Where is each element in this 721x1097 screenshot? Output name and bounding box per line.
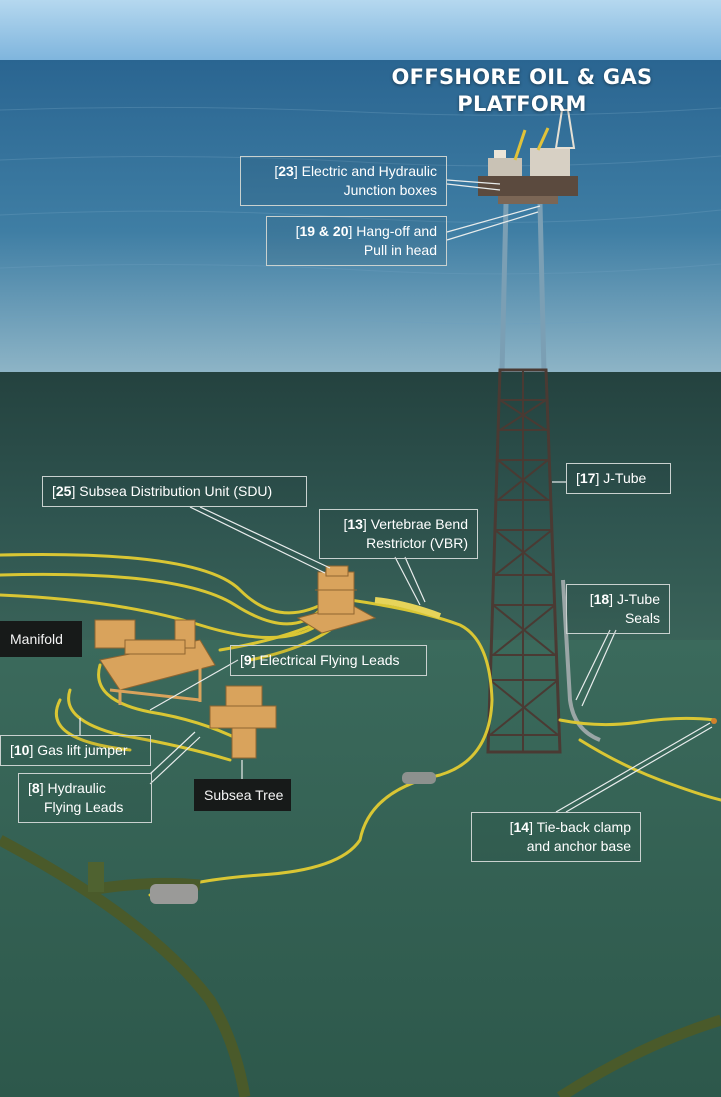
callout-electrical-flying-leads: [9] Electrical Flying Leads <box>230 645 427 676</box>
jacket-tower <box>486 368 562 754</box>
callout-text-line-2: Flying Leads <box>44 799 124 815</box>
callout-text-line-2: Seals <box>624 610 660 626</box>
callout-sdu: [25] Subsea Distribution Unit (SDU) <box>42 476 307 507</box>
callout-tie-back-clamp: [14] Tie-back clamp and anchor base <box>471 812 641 862</box>
sdu-structure <box>296 565 377 634</box>
callout-number: 8 <box>31 780 40 796</box>
vbr-connector <box>402 772 436 784</box>
callout-number: 19 & 20 <box>299 223 349 239</box>
waves <box>0 106 721 325</box>
leader-lines <box>79 179 713 813</box>
callout-text-line-1: Electric and Hydraulic <box>301 163 437 179</box>
callout-text-line-1: Electrical Flying Leads <box>259 652 400 668</box>
callout-text-line-2: Restrictor (VBR) <box>366 535 468 551</box>
callout-number: 9 <box>243 652 252 668</box>
callout-j-tube: [17] J-Tube <box>566 463 671 494</box>
callout-text-line-2: Pull in head <box>363 242 437 258</box>
risers <box>499 203 547 373</box>
manifold-label: Manifold <box>0 621 82 657</box>
subsea-tree-label: Subsea Tree <box>194 779 291 811</box>
callout-gas-lift-jumper: [10] Gas lift jumper <box>0 735 151 766</box>
callout-text-line-1: Vertebrae Bend <box>370 516 468 532</box>
callout-j-tube-seals: [18] J-Tube Seals <box>566 584 670 634</box>
callout-text-line-1: J-Tube <box>616 591 660 607</box>
callout-text-line-1: Hang-off and <box>356 223 437 239</box>
callout-text-line-1: Hydraulic <box>47 780 106 796</box>
sky <box>0 0 721 60</box>
callout-number: 25 <box>55 483 72 499</box>
vbr-section <box>374 597 442 619</box>
callout-number: 18 <box>593 591 610 607</box>
title-line-1: OFFSHORE OIL & GAS <box>391 65 653 89</box>
callout-text-line-1: Gas lift jumper <box>37 742 128 758</box>
callout-vbr: [13] Vertebrae Bend Restrictor (VBR) <box>319 509 478 559</box>
callout-text-line-1: J-Tube <box>603 470 647 486</box>
callout-number: 13 <box>347 516 363 532</box>
callout-hydraulic-flying-leads: [8] Hydraulic Flying Leads <box>18 773 152 823</box>
callout-text-line-1: Subsea Distribution Unit (SDU) <box>79 483 273 499</box>
tie-in-body <box>88 862 104 892</box>
callout-number: 23 <box>278 163 294 179</box>
callout-hang-off: [19 & 20] Hang-off and Pull in head <box>266 216 447 266</box>
callout-number: 10 <box>13 742 30 758</box>
tie-back-clamp <box>711 718 717 724</box>
callout-junction-boxes: [23] Electric and Hydraulic Junction box… <box>240 156 447 206</box>
manifold-structure <box>94 619 216 705</box>
pipeline-connector <box>150 884 198 904</box>
callout-number: 14 <box>513 819 530 835</box>
callout-text-line-2: and anchor base <box>526 838 631 854</box>
title-line-2: PLATFORM <box>457 92 587 116</box>
seabed <box>0 640 721 1097</box>
callout-number: 17 <box>579 470 596 486</box>
platform-topsides <box>478 109 578 204</box>
callout-text-line-2: Junction boxes <box>343 182 437 198</box>
subsea-tree-structure <box>209 685 277 759</box>
callout-text-line-1: Tie-back clamp <box>536 819 631 835</box>
diagram-title: OFFSHORE OIL & GAS PLATFORM <box>382 64 662 118</box>
